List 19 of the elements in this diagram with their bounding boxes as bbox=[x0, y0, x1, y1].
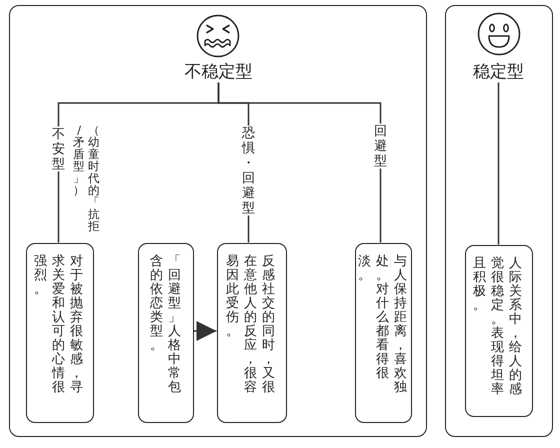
description-box: 人际关系中，给人的感觉很稳定。表现得坦率且积极。 bbox=[464, 244, 532, 416]
branch-note: （幼童时代的「抗拒/矛盾型」） bbox=[72, 124, 101, 232]
description-box: 「回避型」人格中常包含的依恋类型。 bbox=[138, 242, 194, 422]
branch-label: 不安型 bbox=[51, 126, 66, 172]
panel bbox=[445, 5, 553, 437]
description-box: 与人保持距离，喜欢独处。对什么都看得很淡。 bbox=[354, 242, 412, 422]
connector-line bbox=[498, 82, 500, 244]
description-box: 对于被抛弃很敏感，寻求关爱和认可的心情很强烈。 bbox=[26, 242, 94, 422]
arrow bbox=[194, 321, 216, 341]
description-box: 反感社交的同时，又很在意他人的反应，很容易因此受伤。 bbox=[216, 242, 286, 422]
branch-label: 回避型 bbox=[373, 124, 388, 168]
connector-line bbox=[58, 172, 60, 242]
panel bbox=[9, 5, 427, 437]
connector-line bbox=[248, 216, 250, 242]
type-heading: 不稳定型 bbox=[184, 62, 252, 82]
type-heading: 稳定型 bbox=[473, 62, 524, 82]
connector-line bbox=[218, 82, 382, 124]
connector-line bbox=[380, 168, 382, 242]
branch-label: 恐惧・回避型 bbox=[241, 126, 256, 216]
